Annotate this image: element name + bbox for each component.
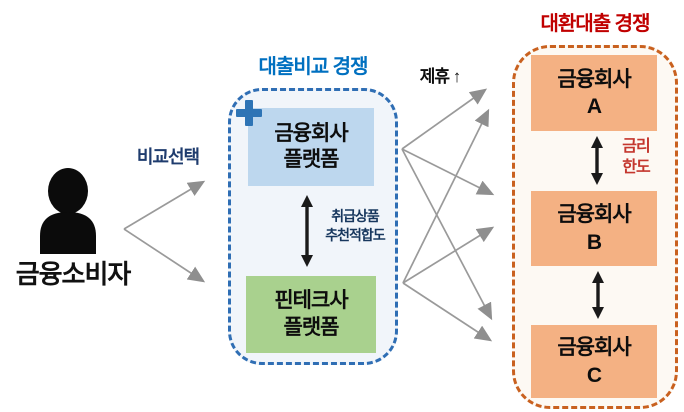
- exchange-arrow-label: 취급상품 추천적합도: [314, 207, 396, 245]
- financial-platform-box: 금융회사 플랫폼: [248, 108, 374, 186]
- refinancing-title: 대환대출 경쟁: [540, 13, 651, 35]
- company-c-line1: 금융회사: [557, 336, 631, 360]
- fintech-to-b-arrow: [402, 226, 495, 284]
- fintech-platform-line1: 핀테크사: [274, 289, 348, 313]
- financial-to-c-arrow: [401, 148, 493, 321]
- exchange-label-line2: 추천적합도: [325, 226, 385, 243]
- company-b-line1: 금융회사: [557, 203, 631, 227]
- financial-to-a-arrow: [401, 88, 488, 150]
- consumer-to-financial-arrow: [123, 180, 206, 230]
- company-a-line1: 금융회사: [557, 67, 631, 91]
- fintech-to-c-arrow: [402, 282, 493, 342]
- company-b-line2: B: [586, 230, 602, 254]
- rate-label-line2: 한도: [622, 158, 650, 176]
- financial-platform-line1: 금융회사: [274, 121, 348, 145]
- plus-icon: [236, 100, 262, 126]
- company-a-line2: A: [586, 95, 602, 118]
- company-c-line2: C: [586, 363, 602, 387]
- fintech-platform-box: 핀테크사 플랫폼: [246, 276, 376, 353]
- rate-limit-label: 금리 한도: [610, 137, 662, 179]
- company-box-b: 금융회사 B: [531, 191, 657, 266]
- fintech-to-a-arrow: [402, 108, 490, 284]
- rate-label-line1: 금리: [622, 138, 650, 155]
- fintech-platform-line2: 플랫폼: [283, 315, 340, 339]
- compare-select-label: 비교선택: [136, 147, 200, 167]
- financial-to-b-arrow: [401, 148, 495, 196]
- consumer-label: 금융소비자: [15, 259, 132, 289]
- loan-comparison-title: 대출비교 경쟁: [258, 56, 369, 78]
- company-box-a: 금융회사 A: [531, 55, 657, 131]
- partnership-label: 제휴 ↑: [419, 67, 462, 86]
- financial-platform-line2: 플랫폼: [283, 148, 340, 171]
- exchange-label-line1: 취급상품: [331, 208, 380, 224]
- company-box-c: 금융회사 C: [531, 325, 657, 398]
- person-icon: [40, 168, 96, 254]
